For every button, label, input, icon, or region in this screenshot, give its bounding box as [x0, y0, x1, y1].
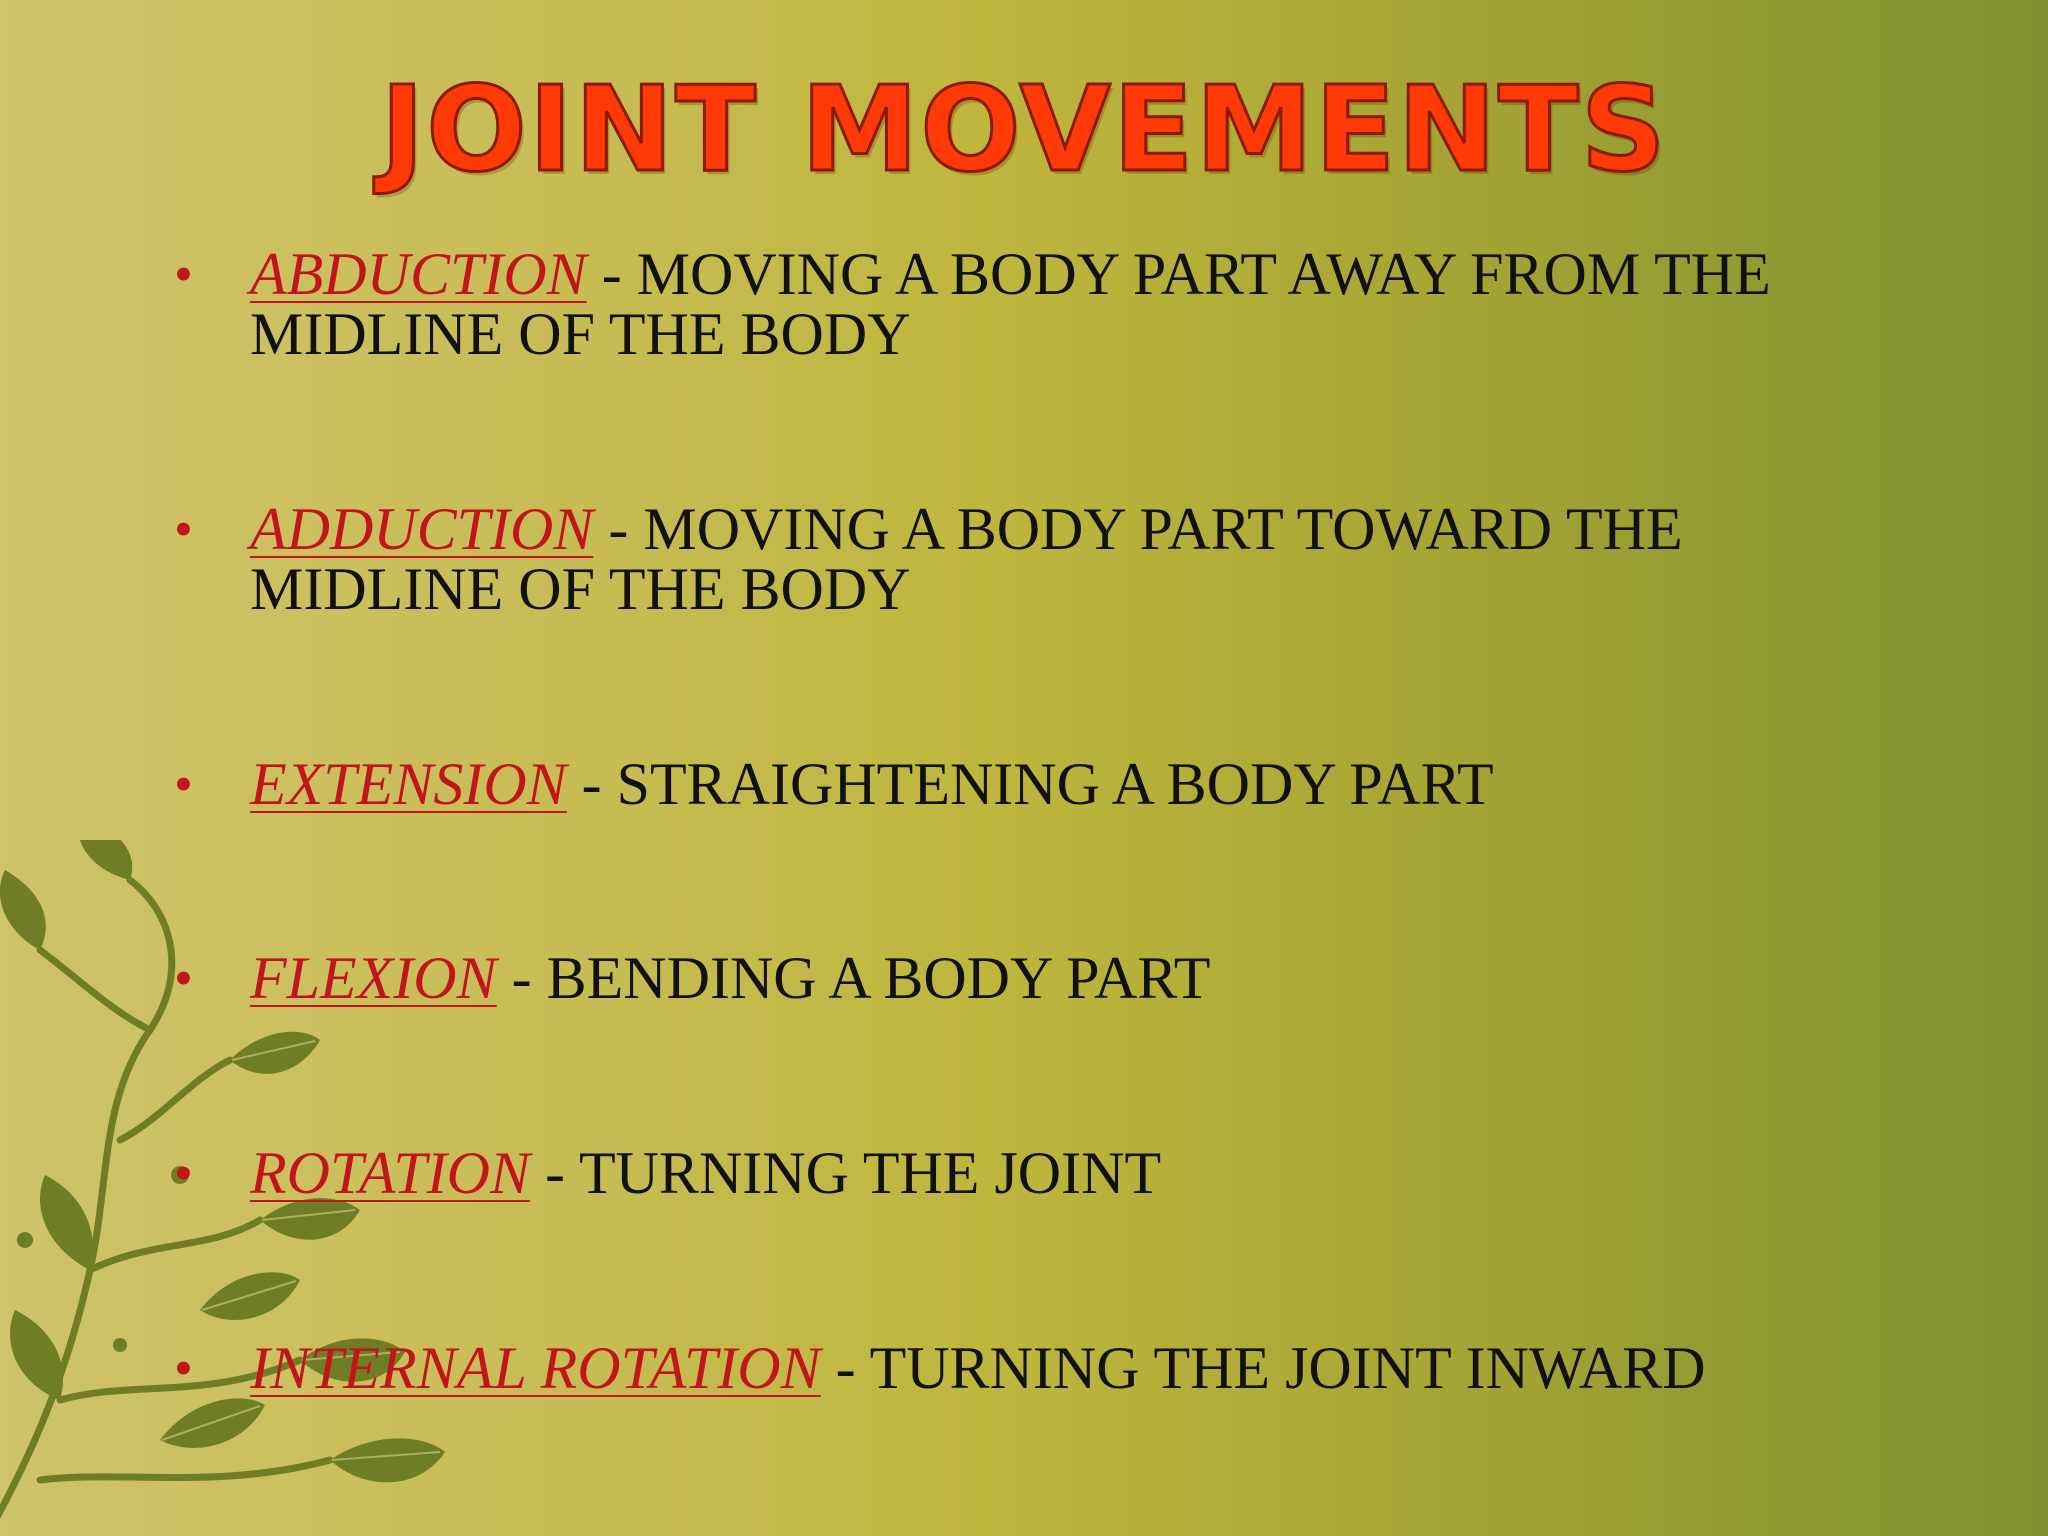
- list-item: • ABDUCTION - MOVING A BODY PART AWAY FR…: [174, 241, 1950, 367]
- term: FLEXION: [250, 945, 497, 1011]
- separator: -: [820, 1335, 870, 1401]
- bullet-icon: •: [174, 754, 193, 814]
- separator: -: [593, 496, 644, 562]
- list-item: • INTERNAL ROTATION - TURNING THE JOINT …: [174, 1335, 1950, 1401]
- definition: BENDING A BODY PART: [546, 945, 1211, 1011]
- term: ABDUCTION: [250, 241, 587, 307]
- bullet-icon: •: [174, 499, 193, 559]
- term: INTERNAL ROTATION: [250, 1335, 821, 1401]
- term: ROTATION: [250, 1140, 531, 1206]
- term: ADDUCTION: [250, 496, 594, 562]
- definition: STRAIGHTENING A BODY PART: [616, 751, 1494, 817]
- list-item: • ADDUCTION - MOVING A BODY PART TOWARD …: [174, 496, 1950, 622]
- separator: -: [586, 241, 637, 307]
- term: EXTENSION: [250, 751, 567, 817]
- list-item: • FLEXION - BENDING A BODY PART: [174, 945, 1950, 1011]
- slide-title: JOINT MOVEMENTS: [379, 60, 1668, 198]
- separator: -: [530, 1140, 579, 1206]
- definition: MOVING A BODY PART AWAY FROM THE: [636, 241, 1771, 307]
- separator: -: [566, 751, 617, 817]
- list-item: • ROTATION - TURNING THE JOINT: [174, 1140, 1950, 1206]
- bullet-icon: •: [174, 1338, 193, 1398]
- separator: -: [496, 945, 547, 1011]
- definition-continued: MIDLINE OF THE BODY: [250, 301, 911, 367]
- definition: TURNING THE JOINT INWARD: [869, 1335, 1706, 1401]
- bullet-icon: •: [174, 1143, 193, 1203]
- bullet-icon: •: [174, 948, 193, 1008]
- bullet-icon: •: [174, 244, 193, 304]
- definition: TURNING THE JOINT: [578, 1140, 1162, 1206]
- list-item: • EXTENSION - STRAIGHTENING A BODY PART: [174, 751, 1950, 817]
- definition-continued: MIDLINE OF THE BODY: [250, 556, 911, 622]
- leaf-vine-decoration-icon: [0, 840, 445, 1519]
- definition: MOVING A BODY PART TOWARD THE: [643, 496, 1683, 562]
